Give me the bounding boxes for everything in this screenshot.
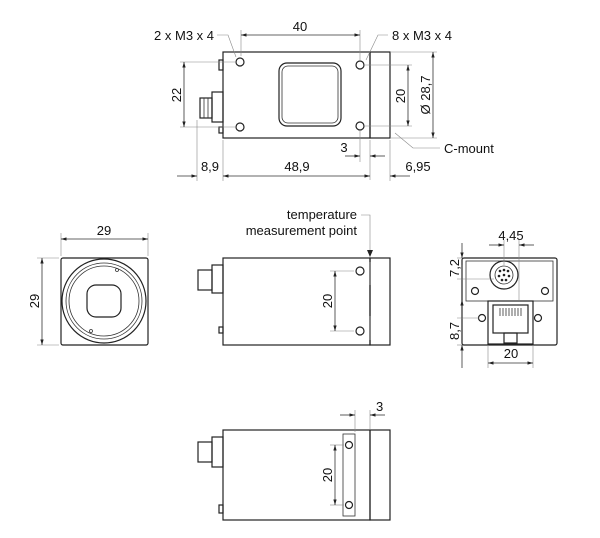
dim-29-width: 29 [97, 223, 111, 238]
sensor-window [278, 62, 342, 127]
dim-8-7: 8,7 [447, 322, 462, 340]
ethernet-port-icon [487, 300, 534, 345]
lens-ring-icon [61, 258, 147, 344]
dim-20: 20 [504, 346, 518, 361]
dim-29-height: 29 [27, 294, 42, 308]
top-view: 40 22 20 Ø 28,7 3 8,9 48,9 6,95 2 x M3 x… [154, 19, 494, 181]
dim-diameter: Ø 28,7 [418, 75, 433, 114]
dim-3: 3 [376, 399, 383, 414]
callout-8xm3x4: 8 x M3 x 4 [392, 28, 452, 43]
dim-20: 20 [320, 294, 335, 308]
mounting-hole-icon [235, 57, 365, 132]
dim-22: 22 [169, 88, 184, 102]
c-mount-plate [369, 51, 391, 139]
dim-20: 20 [393, 89, 408, 103]
dim-20: 20 [320, 468, 335, 482]
dim-3: 3 [340, 140, 347, 155]
dim-48-9: 48,9 [284, 159, 309, 174]
callout-c-mount: C-mount [444, 141, 494, 156]
callout-measurement-point: measurement point [246, 223, 358, 238]
dim-8-9: 8,9 [201, 159, 219, 174]
rear-view: 4,45 7,2 8,7 20 [447, 228, 558, 368]
callout-2xm3x4: 2 x M3 x 4 [154, 28, 214, 43]
connector-icon [197, 436, 224, 514]
camera-body-top [222, 51, 371, 139]
dim-40: 40 [293, 19, 307, 34]
connector-icon [199, 59, 224, 134]
dim-6-95: 6,95 [405, 159, 430, 174]
dim-7-2: 7,2 [447, 259, 462, 277]
bottom-view: 20 3 [197, 399, 391, 521]
front-view: 29 29 [27, 223, 149, 346]
side-view: 20 temperature measurement point [197, 207, 391, 346]
callout-temperature: temperature [287, 207, 357, 222]
sensor-icon [86, 284, 122, 318]
connector-icon [197, 264, 224, 334]
dim-4-45: 4,45 [498, 228, 523, 243]
